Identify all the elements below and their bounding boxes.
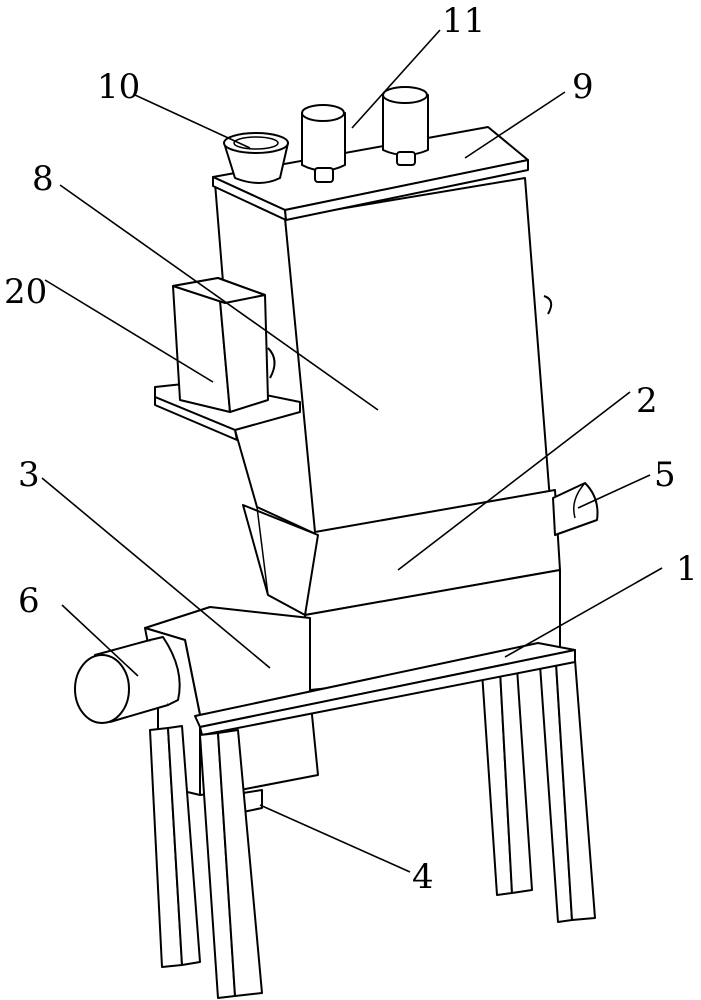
callout-6: 6 (18, 581, 40, 621)
callout-8: 8 (32, 159, 54, 199)
lid-motor-2 (382, 86, 429, 166)
callout-labels: 10 11 9 8 20 2 5 3 6 1 4 (4, 1, 698, 897)
leader-lines (41, 29, 663, 873)
callout-9: 9 (572, 67, 594, 107)
frame-top (194, 642, 576, 736)
callout-20: 20 (4, 272, 47, 312)
callout-10: 10 (97, 67, 140, 107)
callout-11: 11 (442, 1, 485, 41)
back-right-legs (481, 659, 596, 923)
callout-4: 4 (412, 857, 434, 897)
callout-1: 1 (676, 549, 698, 589)
callout-3: 3 (18, 455, 40, 495)
callout-2: 2 (636, 381, 658, 421)
auger-motor (74, 636, 181, 724)
front-left-legs (149, 725, 263, 999)
lid-plate (212, 126, 529, 221)
callout-5: 5 (654, 455, 676, 495)
side-outlet-pipe (552, 482, 599, 536)
side-box-bracket (154, 277, 301, 441)
feed-funnel (223, 132, 289, 184)
lid-motor-1 (301, 104, 346, 183)
